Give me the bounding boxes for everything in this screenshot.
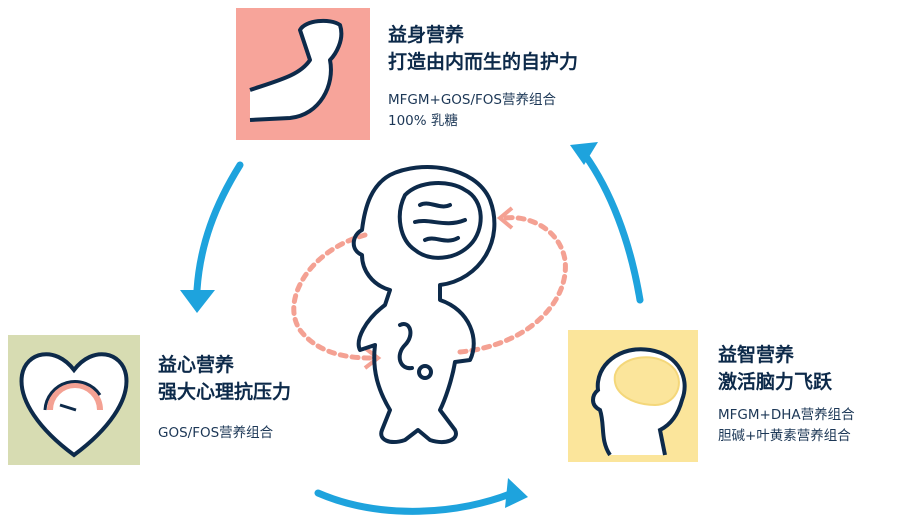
- heart-benefit-desc-1: GOS/FOS营养组合: [158, 425, 274, 441]
- brain-benefit-desc-2: 胆碱+叶黄素营养组合: [718, 428, 851, 444]
- brain-benefit-desc-1: MFGM+DHA营养组合: [718, 407, 855, 423]
- body-benefit-title-1: 益身营养: [388, 24, 465, 46]
- brain-benefit-title-2: 激活脑力飞跃: [718, 371, 833, 393]
- arrow-heart-to-brain: [314, 488, 519, 515]
- arrow-body-to-heart: [193, 161, 244, 294]
- heart-benefit-title-2: 强大心理抗压力: [158, 381, 292, 403]
- body-benefit-desc-2: 100% 乳糖: [388, 113, 458, 129]
- body-benefit-desc-1: MFGM+GOS/FOS营养组合: [388, 92, 556, 108]
- dotted-loop-left: [291, 232, 373, 361]
- arrowhead-icon: [570, 142, 598, 165]
- child-illustration: [351, 165, 497, 444]
- arrowhead-icon: [505, 478, 528, 508]
- arrow-brain-to-body: [581, 151, 644, 304]
- heart-benefit-title-1: 益心营养: [158, 354, 235, 376]
- brain-benefit-title-1: 益智营养: [718, 344, 795, 366]
- body-benefit-title-2: 打造由内而生的自护力: [388, 51, 579, 73]
- dotted-loop-right: [457, 215, 568, 355]
- arrowhead-icon: [180, 290, 215, 313]
